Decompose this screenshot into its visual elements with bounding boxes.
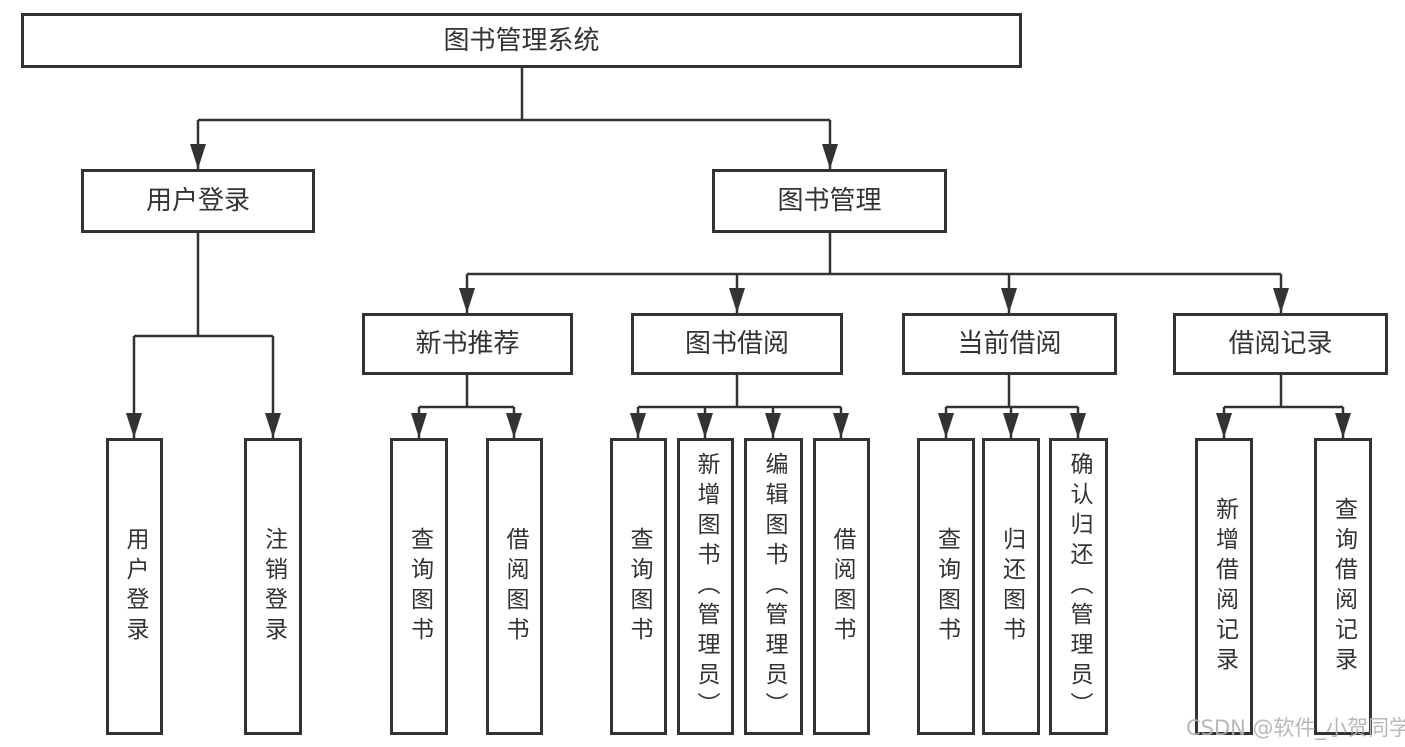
leaf-query-borrow-record: 查询借阅记录 — [1314, 438, 1372, 735]
leaf-label: 归还图书 — [998, 526, 1025, 647]
leaf-label: 新增借阅记录 — [1211, 496, 1238, 677]
node-borrowing-records: 借阅记录 — [1173, 313, 1388, 375]
leaf-label: 用户登录 — [122, 526, 148, 647]
node-root-system: 图书管理系统 — [21, 13, 1022, 68]
leaf-label: 新增图书（管理员） — [693, 451, 719, 722]
leaf-label: 查询图书 — [933, 526, 960, 647]
leaf-borrow-books-recommend: 借阅图书 — [486, 438, 543, 735]
node-new-book-recommend: 新书推荐 — [362, 313, 573, 375]
node-label: 图书借阅 — [684, 329, 789, 359]
leaf-return-books: 归还图书 — [982, 438, 1040, 735]
node-user-login: 用户登录 — [81, 169, 315, 233]
node-book-management: 图书管理 — [712, 169, 947, 233]
leaf-user-login: 用户登录 — [106, 438, 163, 735]
leaf-label: 注销登录 — [260, 526, 287, 647]
leaf-label: 查询借阅记录 — [1330, 496, 1357, 677]
leaf-logout: 注销登录 — [244, 438, 302, 735]
node-label: 当前借阅 — [957, 329, 1062, 359]
node-label: 借阅记录 — [1228, 329, 1333, 359]
node-label: 图书管理 — [777, 186, 882, 216]
node-label: 新书推荐 — [415, 329, 520, 359]
node-label: 图书管理系统 — [443, 25, 600, 56]
node-book-borrowing: 图书借阅 — [631, 313, 843, 375]
leaf-label: 查询图书 — [406, 526, 433, 647]
leaf-borrow-books: 借阅图书 — [813, 438, 870, 735]
leaf-add-book-admin: 新增图书（管理员） — [677, 438, 734, 735]
node-label: 用户登录 — [145, 186, 250, 216]
leaf-query-books-borrowing: 查询图书 — [610, 438, 667, 735]
csdn-watermark: CSDN @软件_小贺同学 — [1186, 716, 1405, 740]
leaf-label: 借阅图书 — [502, 526, 528, 647]
leaf-query-books-recommend: 查询图书 — [390, 438, 448, 735]
leaf-add-borrow-record: 新增借阅记录 — [1195, 438, 1253, 735]
leaf-edit-book-admin: 编辑图书（管理员） — [744, 438, 803, 735]
leaf-label: 编辑图书（管理员） — [761, 451, 787, 722]
node-current-borrowing: 当前借阅 — [902, 313, 1117, 375]
leaf-query-books-current: 查询图书 — [917, 438, 975, 735]
leaf-confirm-return-admin: 确认归还（管理员） — [1049, 438, 1108, 735]
leaf-label: 确认归还（管理员） — [1066, 451, 1092, 722]
leaf-label: 借阅图书 — [829, 526, 855, 647]
leaf-label: 查询图书 — [626, 526, 652, 647]
